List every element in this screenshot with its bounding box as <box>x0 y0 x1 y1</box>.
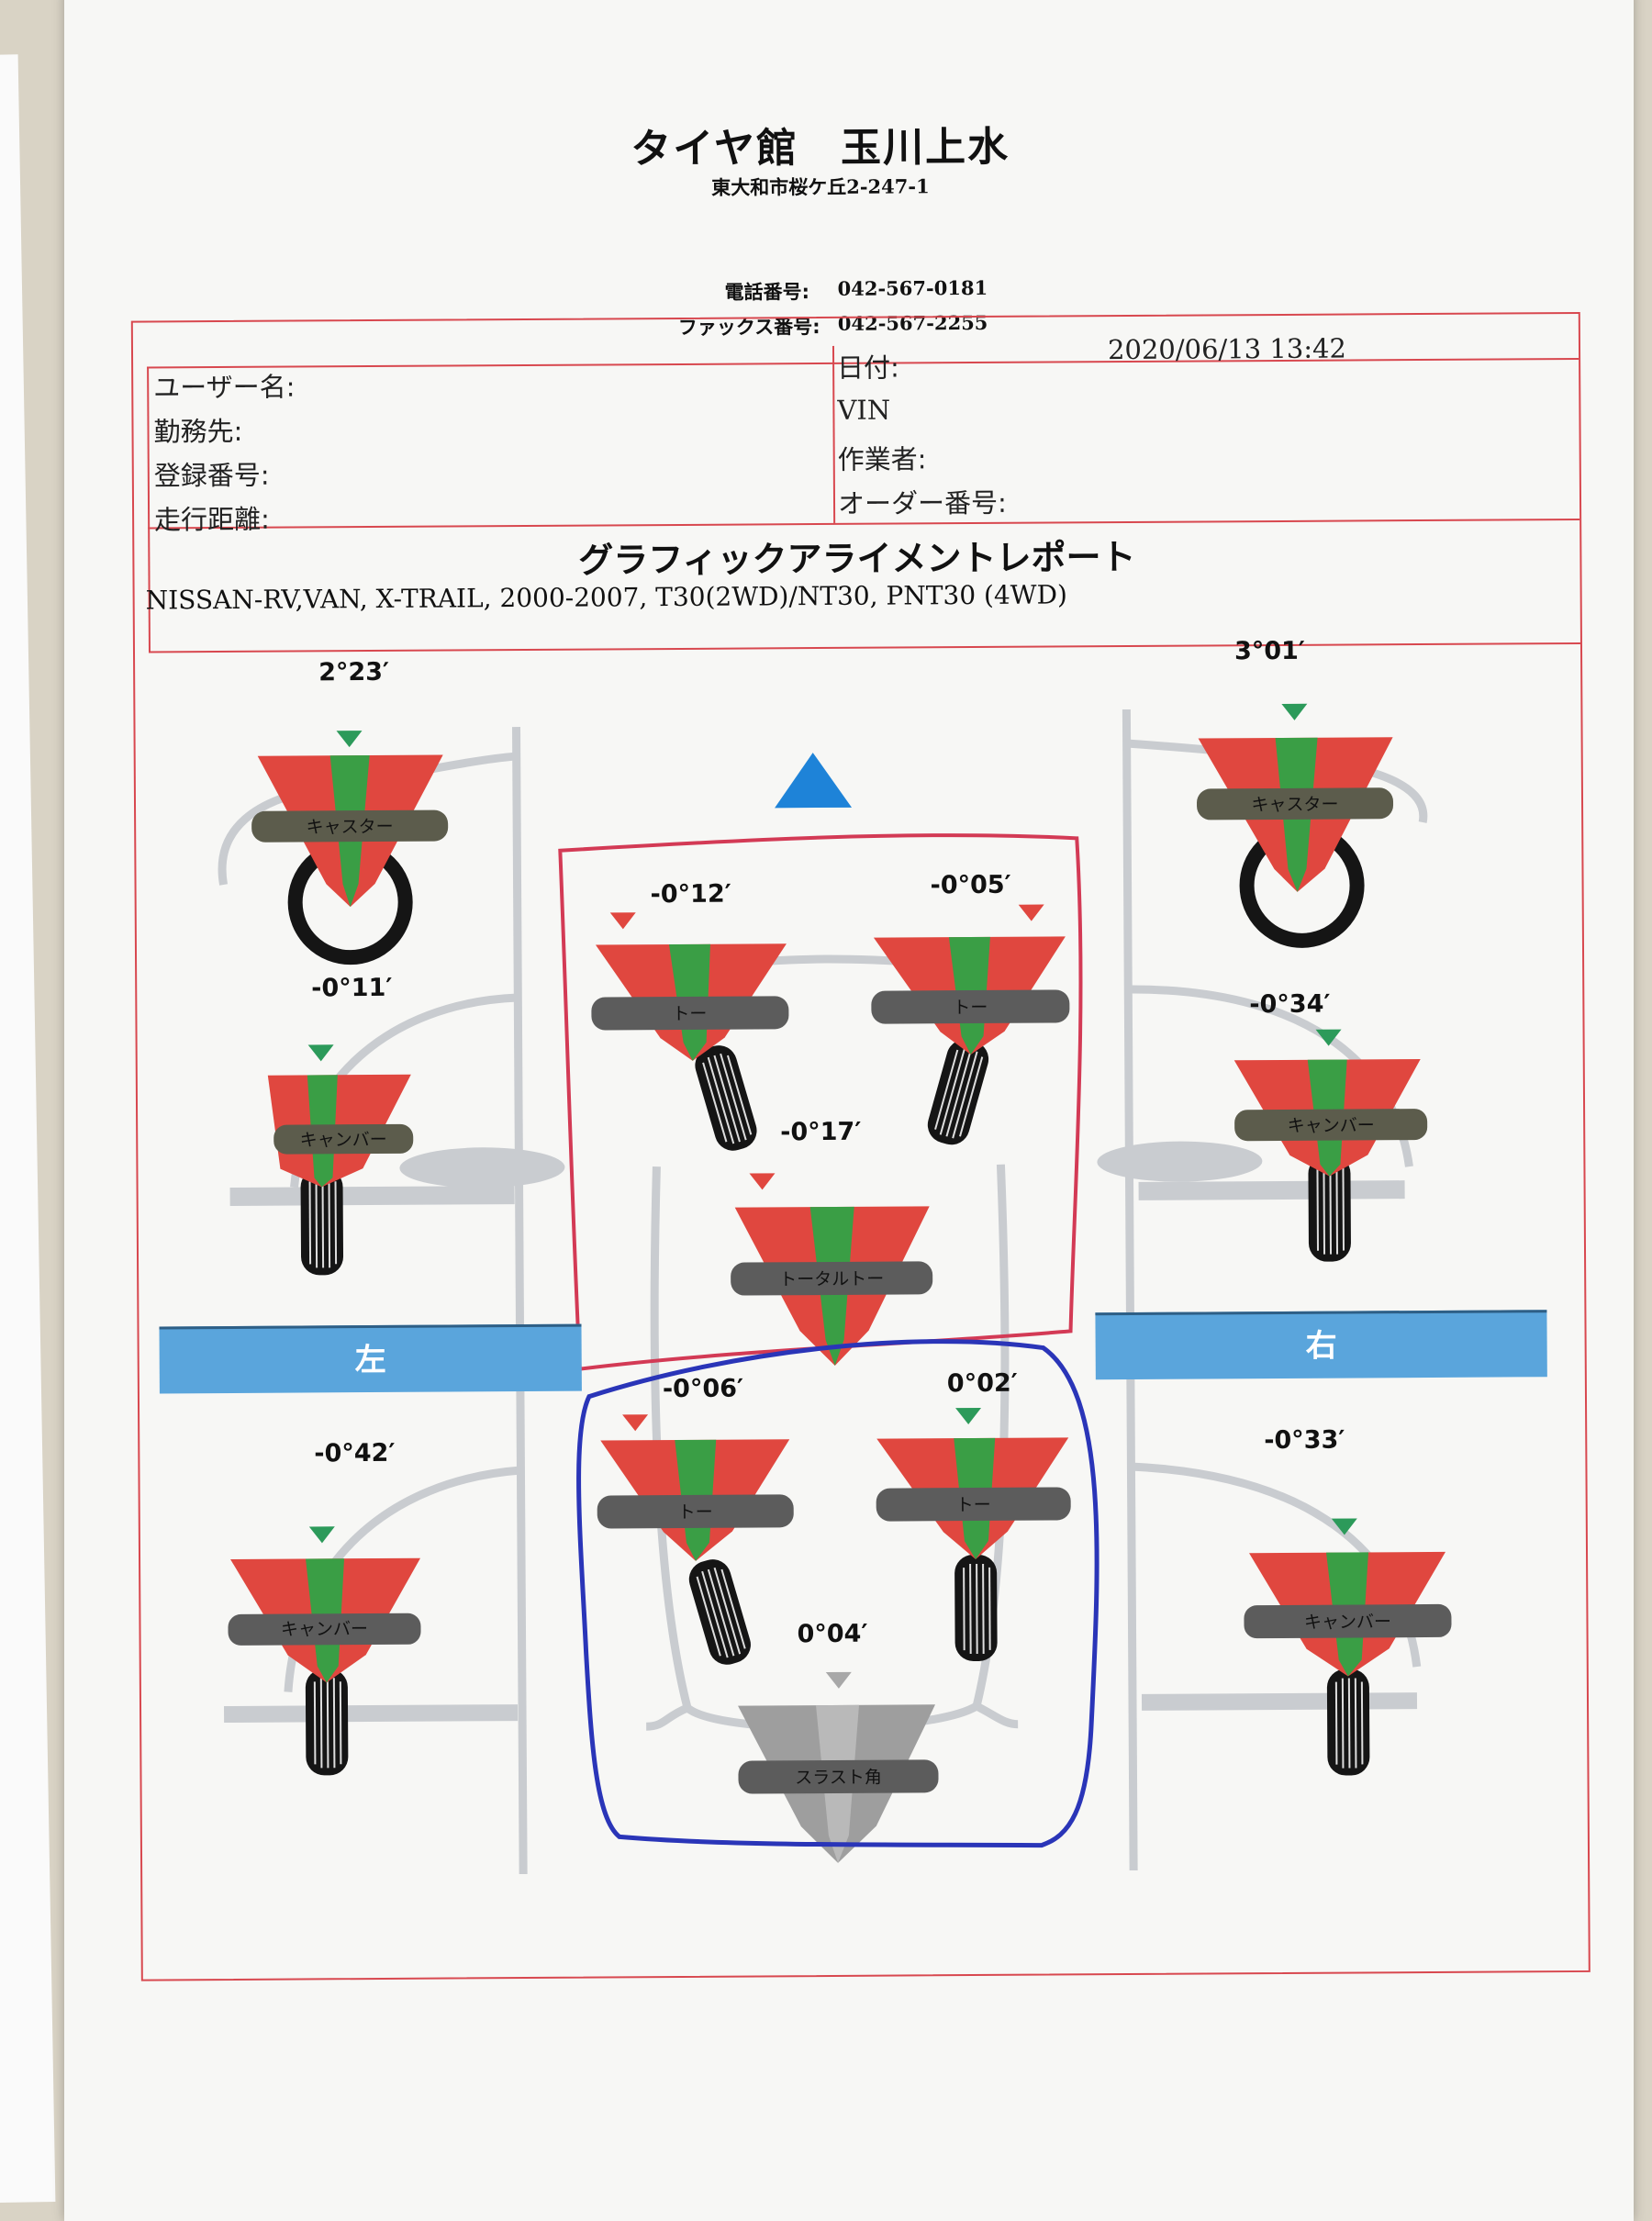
rear-right-camber-label: キャンバー <box>1304 1612 1391 1633</box>
forward-direction-icon <box>775 753 853 809</box>
front-right-camber-gauge <box>1233 1029 1428 1263</box>
total-toe-label: トータルトー <box>779 1269 884 1290</box>
front-toe-pen-annotation <box>558 833 1083 1371</box>
rear-left-toe-gauge <box>597 1414 794 1670</box>
front-total-toe-gauge <box>731 1173 933 1366</box>
thrust-angle-label: スラスト角 <box>795 1768 882 1789</box>
front-right-camber-label: キャンバー <box>1288 1115 1375 1136</box>
front-right-camber-value: -0°34′ <box>1249 989 1331 1020</box>
rear-toe-pen-annotation <box>576 1339 1099 1848</box>
front-right-toe-label: トー <box>953 998 988 1018</box>
rear-right-toe-label: トー <box>956 1495 991 1515</box>
rear-right-camber-value: -0°33′ <box>1264 1425 1345 1456</box>
front-left-toe-label: トー <box>672 1004 707 1024</box>
rear-right-camber-gauge <box>1244 1518 1452 1777</box>
rear-left-camber-label: キャンバー <box>281 1619 368 1640</box>
rear-right-toe-value: 0°02′ <box>946 1368 1018 1399</box>
thrust-angle-gauge <box>738 1671 939 1863</box>
rear-left-camber-gauge <box>228 1526 421 1777</box>
total-toe-value: -0°17′ <box>780 1117 862 1147</box>
front-right-toe-value: -0°05′ <box>930 870 1011 900</box>
front-left-caster-value: 2°23′ <box>318 657 390 687</box>
front-right-toe-gauge <box>871 904 1070 1150</box>
front-left-caster-label: キャスター <box>307 817 394 838</box>
rear-left-toe-label: トー <box>678 1502 713 1523</box>
thrust-angle-value: 0°04′ <box>797 1619 868 1649</box>
rear-left-toe-value: -0°06′ <box>662 1374 744 1404</box>
right-side-label: 右 <box>1095 1310 1547 1380</box>
front-left-camber-label: キャンバー <box>300 1130 387 1151</box>
front-right-caster-label: キャスター <box>1251 795 1338 816</box>
front-left-caster-gauge <box>251 731 449 965</box>
front-left-toe-value: -0°12′ <box>650 879 731 910</box>
front-left-toe-gauge <box>591 912 789 1156</box>
front-left-camber-value: -0°11′ <box>311 973 393 1003</box>
front-right-caster-gauge <box>1197 703 1394 948</box>
front-left-camber-gauge <box>267 1044 414 1277</box>
front-right-caster-value: 3°01′ <box>1233 636 1306 666</box>
gauge-labels: キャスター キャスター キャンバー キャンバー トー トー トータルトー トー … <box>281 795 1391 1789</box>
rear-left-camber-value: -0°42′ <box>314 1438 396 1468</box>
rear-right-toe-gauge <box>876 1407 1071 1663</box>
left-side-label: 左 <box>159 1323 582 1394</box>
